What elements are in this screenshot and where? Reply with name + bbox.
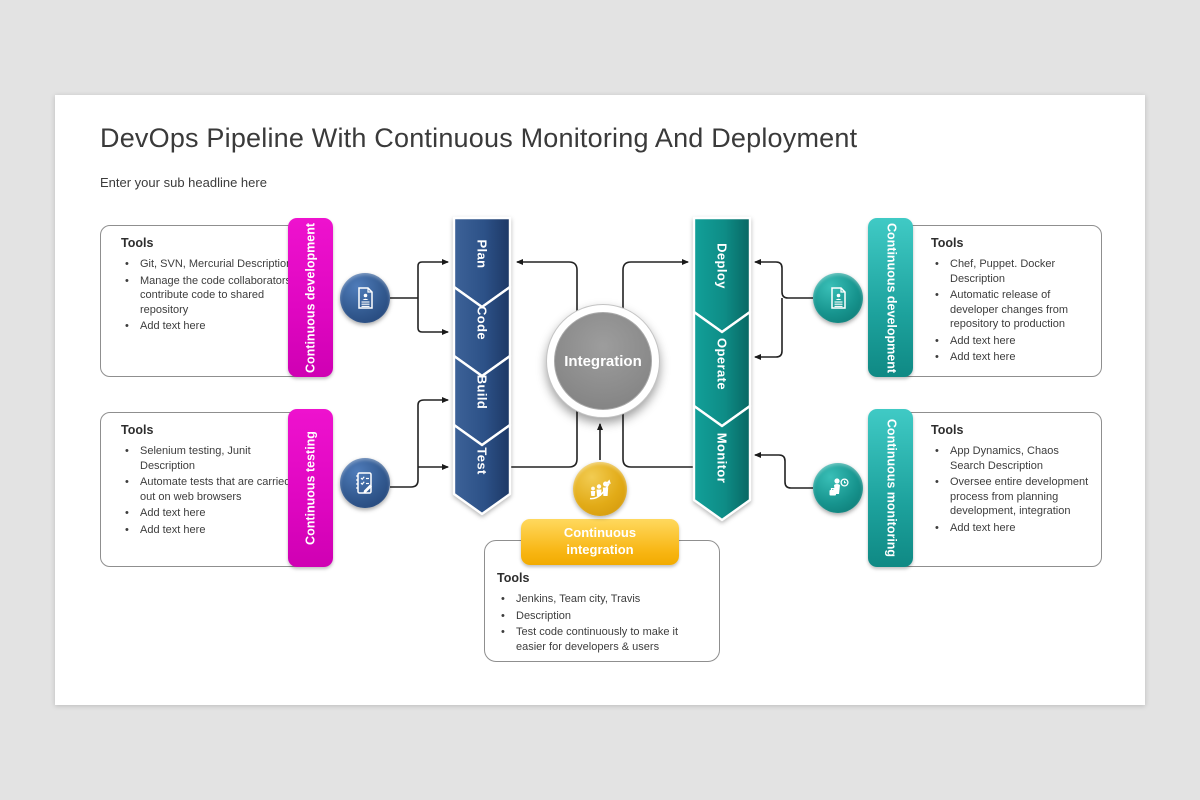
continuous-development-right-icon-circle — [813, 273, 863, 323]
tools-list: Selenium testing, Junit DescriptionAutom… — [123, 444, 302, 537]
bullet-item: Test code continuously to make it easier… — [499, 625, 707, 654]
tab-continuous-monitoring: Continuous monitoring — [868, 409, 913, 567]
page-title: DevOps Pipeline With Continuous Monitori… — [100, 123, 858, 153]
team-growth-icon — [589, 479, 611, 500]
document-person-icon — [358, 287, 373, 309]
checklist-pencil-icon — [356, 472, 372, 494]
panel-continuous-testing: Tools Selenium testing, Junit Descriptio… — [100, 412, 313, 567]
tab-label: Continuous development — [883, 222, 898, 373]
chevron-label-operate: Operate — [715, 338, 730, 390]
analyst-briefcase-icon — [829, 478, 849, 496]
bullet-item: Automate tests that are carried out on w… — [123, 475, 302, 504]
badge-continuous-integration: Continuous integration — [521, 519, 679, 565]
tab-continuous-development-right: Continuous development — [868, 218, 913, 377]
tools-heading: Tools — [121, 423, 154, 437]
bullet-item: Selenium testing, Junit Description — [123, 444, 302, 473]
tools-heading: Tools — [931, 236, 964, 250]
bullet-item: Add text here — [123, 523, 302, 538]
connector-to-code — [417, 298, 449, 335]
chevron-label-plan: Plan — [475, 239, 490, 268]
bullet-item: Git, SVN, Mercurial Description — [123, 257, 302, 272]
pipeline-left-chevrons: Plan Code Build Test — [452, 216, 512, 516]
connector-to-monitor — [754, 452, 813, 489]
bullet-item: Chef, Puppet. Docker Description — [933, 257, 1091, 286]
bullet-item: Oversee entire development process from … — [933, 475, 1091, 519]
continuous-development-icon-circle — [340, 273, 390, 323]
tools-heading: Tools — [121, 236, 154, 250]
bullet-item: Add text here — [123, 506, 302, 521]
slide: DevOps Pipeline With Continuous Monitori… — [55, 95, 1145, 705]
chevron-monitor-shape — [692, 404, 752, 522]
bullet-item: Add text here — [933, 350, 1091, 365]
continuous-testing-icon-circle — [340, 458, 390, 508]
tab-label: Continuous testing — [303, 431, 318, 545]
bullet-item: Add text here — [123, 319, 302, 334]
chevron-label-deploy: Deploy — [715, 243, 730, 289]
chevron-label-code: Code — [475, 306, 490, 340]
continuous-monitoring-icon-circle — [813, 463, 863, 513]
document-person-icon — [831, 287, 846, 309]
tools-list: Git, SVN, Mercurial DescriptionManage th… — [123, 257, 302, 334]
connector-to-plan — [417, 259, 449, 298]
panel-continuous-monitoring: Tools App Dynamics, Chaos Search Descrip… — [890, 412, 1102, 567]
bullet-item: Jenkins, Team city, Travis — [499, 592, 707, 607]
tab-label: Continuous development — [303, 222, 318, 373]
chevron-label-build: Build — [475, 375, 490, 410]
bullet-item: App Dynamics, Chaos Search Description — [933, 444, 1091, 473]
bullet-item: Manage the code collaborators contribute… — [123, 274, 302, 318]
panel-continuous-development-left: Tools Git, SVN, Mercurial DescriptionMan… — [100, 225, 313, 377]
integration-label: Integration — [554, 312, 652, 410]
bullet-item: Automatic release of developer changes f… — [933, 288, 1091, 332]
tools-list: App Dynamics, Chaos Search DescriptionOv… — [933, 444, 1091, 535]
pipeline-right-chevrons: Deploy Operate Monitor — [692, 216, 752, 522]
chevron-label-monitor: Monitor — [715, 433, 730, 483]
bullet-item: Description — [499, 609, 707, 624]
chevron-label-test: Test — [475, 447, 490, 475]
continuous-integration-icon-circle — [573, 462, 627, 516]
tools-heading: Tools — [931, 423, 964, 437]
tab-label: Continuous monitoring — [883, 418, 898, 558]
tab-continuous-development-left: Continuous development — [288, 218, 333, 377]
connector-to-build — [390, 397, 449, 488]
panel-continuous-development-right: Tools Chef, Puppet. Docker DescriptionAu… — [890, 225, 1102, 377]
bullet-item: Add text here — [933, 334, 1091, 349]
badge-label: Continuous integration — [563, 525, 637, 557]
tab-continuous-testing: Continuous testing — [288, 409, 333, 567]
connector-to-operate — [754, 298, 783, 360]
chevron-test-shape — [452, 423, 512, 516]
tools-heading: Tools — [497, 571, 530, 585]
tools-list: Chef, Puppet. Docker DescriptionAutomati… — [933, 257, 1091, 365]
bullet-item: Add text here — [933, 521, 1091, 536]
connector-to-deploy-right — [754, 259, 813, 299]
integration-circle: Integration — [546, 304, 660, 418]
sub-headline: Enter your sub headline here — [100, 175, 267, 190]
tools-list: Jenkins, Team city, TravisDescriptionTes… — [499, 592, 707, 654]
